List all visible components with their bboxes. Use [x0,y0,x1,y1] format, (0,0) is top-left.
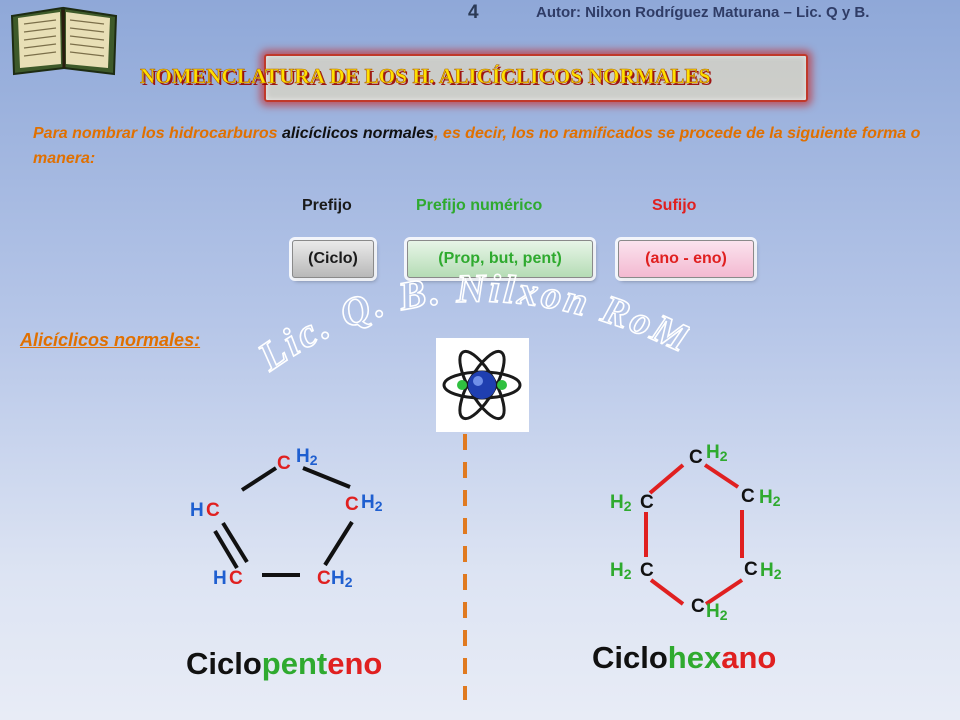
hexane-h2: H2 [759,487,781,509]
pentene-h1: H2 [296,446,318,468]
cyclopentene-bonds [213,466,354,577]
slide-title: NOMENCLATURA DE LOS H. ALICÍCLICOS NORMA… [140,64,711,89]
hexane-c4: C [691,596,705,617]
pentene-h3: H2 [331,568,353,590]
cyclohexane-name: Ciclohexano [592,640,776,676]
hexane-c5: C [640,560,654,581]
label-prefijo: Prefijo [302,197,352,214]
intro-text-2: , es decir, los no ramificados se proced… [33,125,921,167]
pentene-h5: H [213,568,227,589]
hexane-h1: H2 [706,442,728,464]
intro-emphasis: alicíclicos normales [281,125,435,142]
hexane-h3: H2 [760,560,782,582]
atom-icon [436,338,529,432]
pentene-c2: C [345,494,359,515]
name-suffix: ano [721,640,777,675]
hexane-c2: C [741,486,755,507]
hexane-c6: C [640,492,654,513]
hexane-c3: C [744,559,758,580]
slide-number: 4 [468,2,479,23]
pentene-c1: C [277,453,291,474]
section-subtitle: Alicíclicos normales: [20,330,201,350]
pentene-c5: C [229,568,243,589]
box-prefijo-numerico: (Prop, but, pent) [407,240,593,278]
hexane-h5: H2 [610,560,632,582]
name-suffix: eno [327,646,383,681]
hexane-h6: H2 [610,492,632,514]
label-prefijo-numerico: Prefijo numérico [416,197,543,214]
intro-text-1: Para nombrar los hidrocarburos [33,125,282,142]
name-numeric: pent [261,646,328,681]
name-numeric: hex [667,640,722,675]
cyclopentene-name: Ciclopenteno [186,646,382,682]
author-credit: Autor: Nilxon Rodríguez Maturana – Lic. … [536,4,870,21]
name-prefix: Ciclo [592,640,668,675]
intro-paragraph: Para nombrar los hidrocarburos alicíclic… [33,121,953,171]
label-sufijo: Sufijo [652,197,697,214]
box-prefijo: (Ciclo) [292,240,374,278]
title-frame [264,54,808,102]
pentene-h4: H [190,500,204,521]
hexane-c1: C [689,447,703,468]
hexane-h4: H2 [706,601,728,623]
name-prefix: Ciclo [186,646,262,681]
pentene-c4: C [206,500,220,521]
cyclohexane-bonds [644,463,744,606]
pentene-c3: C [317,568,331,589]
pentene-h2: H2 [361,492,383,514]
title-shadow: NOMENCLATURA DE LOS H. ALICÍCLICOS NORMA… [142,66,713,90]
box-sufijo: (ano - eno) [618,240,754,278]
book-icon [10,6,118,76]
